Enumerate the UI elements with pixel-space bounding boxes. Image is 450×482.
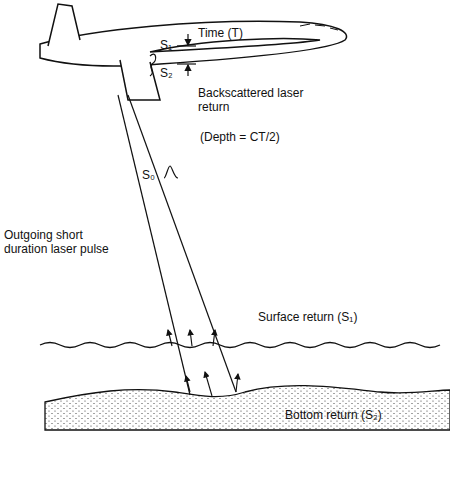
note-label: Outgoing short duration laser pulse <box>4 228 116 256</box>
airplane <box>40 4 347 100</box>
note-label: Surface return (S₁) <box>258 310 358 324</box>
signal-name: S₀ <box>142 168 172 182</box>
note-label: Bottom return (S₂) <box>285 408 385 422</box>
time-label: Time (T) <box>198 26 278 40</box>
signal-name: S₂ <box>160 66 190 80</box>
signal-name: S₁ <box>160 38 190 52</box>
waveforms <box>150 34 196 178</box>
water-surface <box>40 343 440 348</box>
sea-bottom <box>45 386 450 430</box>
note-label: Backscattered laser return <box>198 86 308 114</box>
return-arrows <box>168 330 238 396</box>
formula-label: (Depth = CT/2) <box>200 130 320 144</box>
